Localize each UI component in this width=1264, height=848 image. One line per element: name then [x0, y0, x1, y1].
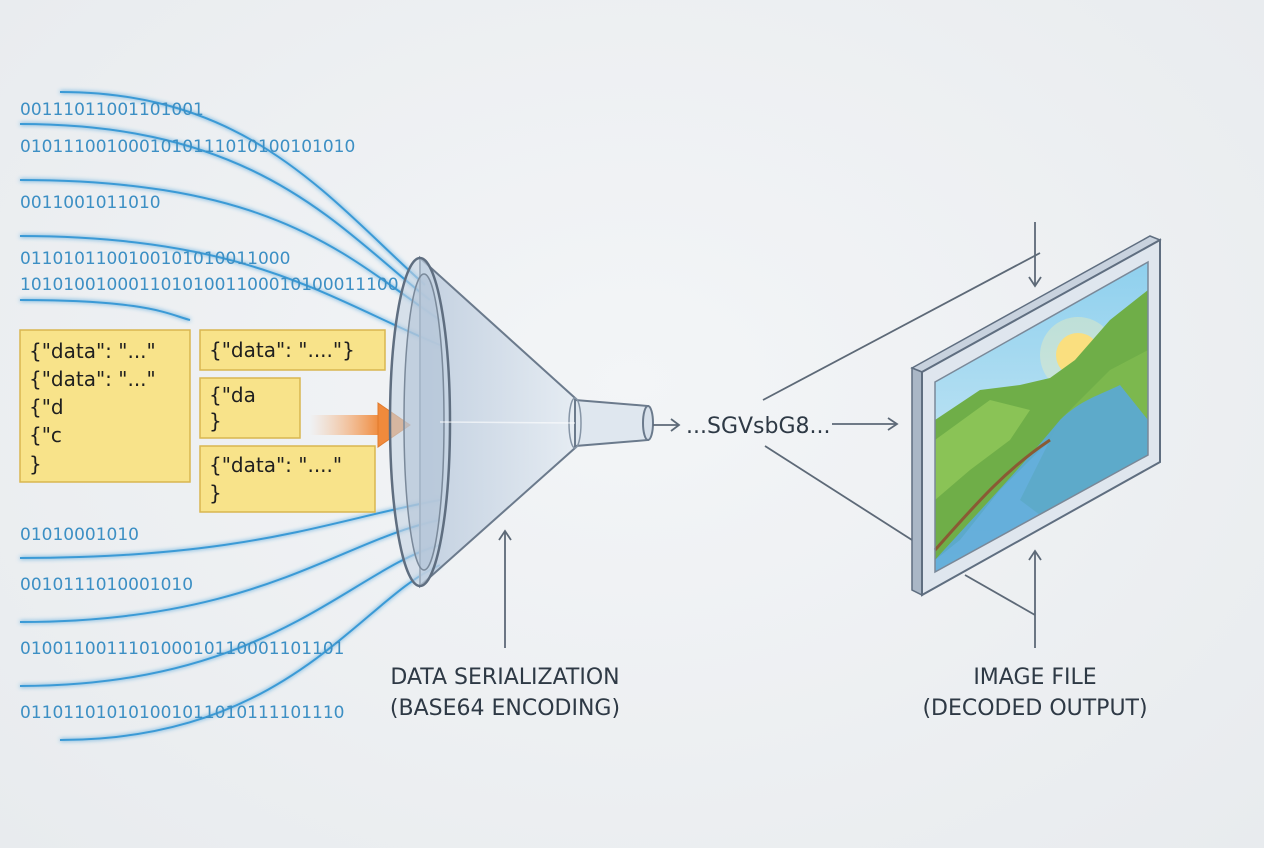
svg-text:}: }: [209, 409, 222, 433]
binary-row: 01010001010: [20, 525, 139, 545]
projection-line: [964, 574, 1036, 616]
serialization-subtitle: (BASE64 ENCODING): [390, 696, 620, 721]
encoded-string: ...SGVsbG8...: [686, 414, 831, 439]
svg-text:{"data": "....": {"data": "....": [209, 453, 342, 477]
svg-text:}: }: [209, 481, 222, 505]
json-card: {"data": "..." {"data": "..." {"d {"c }: [19, 329, 191, 483]
serialization-title: DATA SERIALIZATION: [390, 665, 619, 690]
svg-text:{"data": "...": {"data": "...": [29, 339, 156, 363]
binary-stream-text: 00111011001101001 0101110010001010111010…: [20, 100, 399, 723]
arrow-head: [1028, 276, 1042, 288]
image-file-monitor: [910, 235, 1162, 597]
funnel-icon: [388, 255, 654, 589]
svg-text:{"c: {"c: [29, 423, 62, 447]
arrow-head: [498, 529, 512, 541]
svg-text:}: }: [29, 452, 42, 476]
json-card: {"data": "...."}: [199, 329, 386, 371]
binary-row: 0110101100100101010011000: [20, 249, 290, 269]
binary-row: 0011001011010: [20, 193, 161, 213]
binary-row: 0101110010001010111010100101010: [20, 137, 355, 157]
projection-line: [762, 252, 1041, 401]
image-file-title: IMAGE FILE: [973, 665, 1096, 690]
json-card: {"da }: [199, 377, 301, 439]
binary-row: 10101001000110101001100010100011100: [20, 275, 399, 295]
json-card: {"data": "...." }: [199, 445, 376, 513]
binary-row: 0010111010001010: [20, 575, 193, 595]
projection-line: [764, 445, 913, 541]
svg-text:{"d: {"d: [29, 395, 64, 419]
arrow-head: [1028, 549, 1042, 561]
svg-text:{"da: {"da: [209, 383, 256, 407]
svg-text:{"data": "...."}: {"data": "...."}: [209, 338, 355, 362]
binary-row: 011011010101001011010111101110: [20, 703, 344, 723]
json-card-stack: {"data": "..." {"data": "..." {"d {"c } …: [19, 329, 386, 513]
arrow-head: [670, 418, 681, 432]
image-file-subtitle: (DECODED OUTPUT): [922, 696, 1147, 721]
arrow-head: [887, 417, 899, 431]
binary-row: 010011001110100010110001101101: [20, 639, 344, 659]
binary-row: 00111011001101001: [20, 100, 204, 120]
svg-text:{"data": "...": {"data": "...": [29, 367, 156, 391]
